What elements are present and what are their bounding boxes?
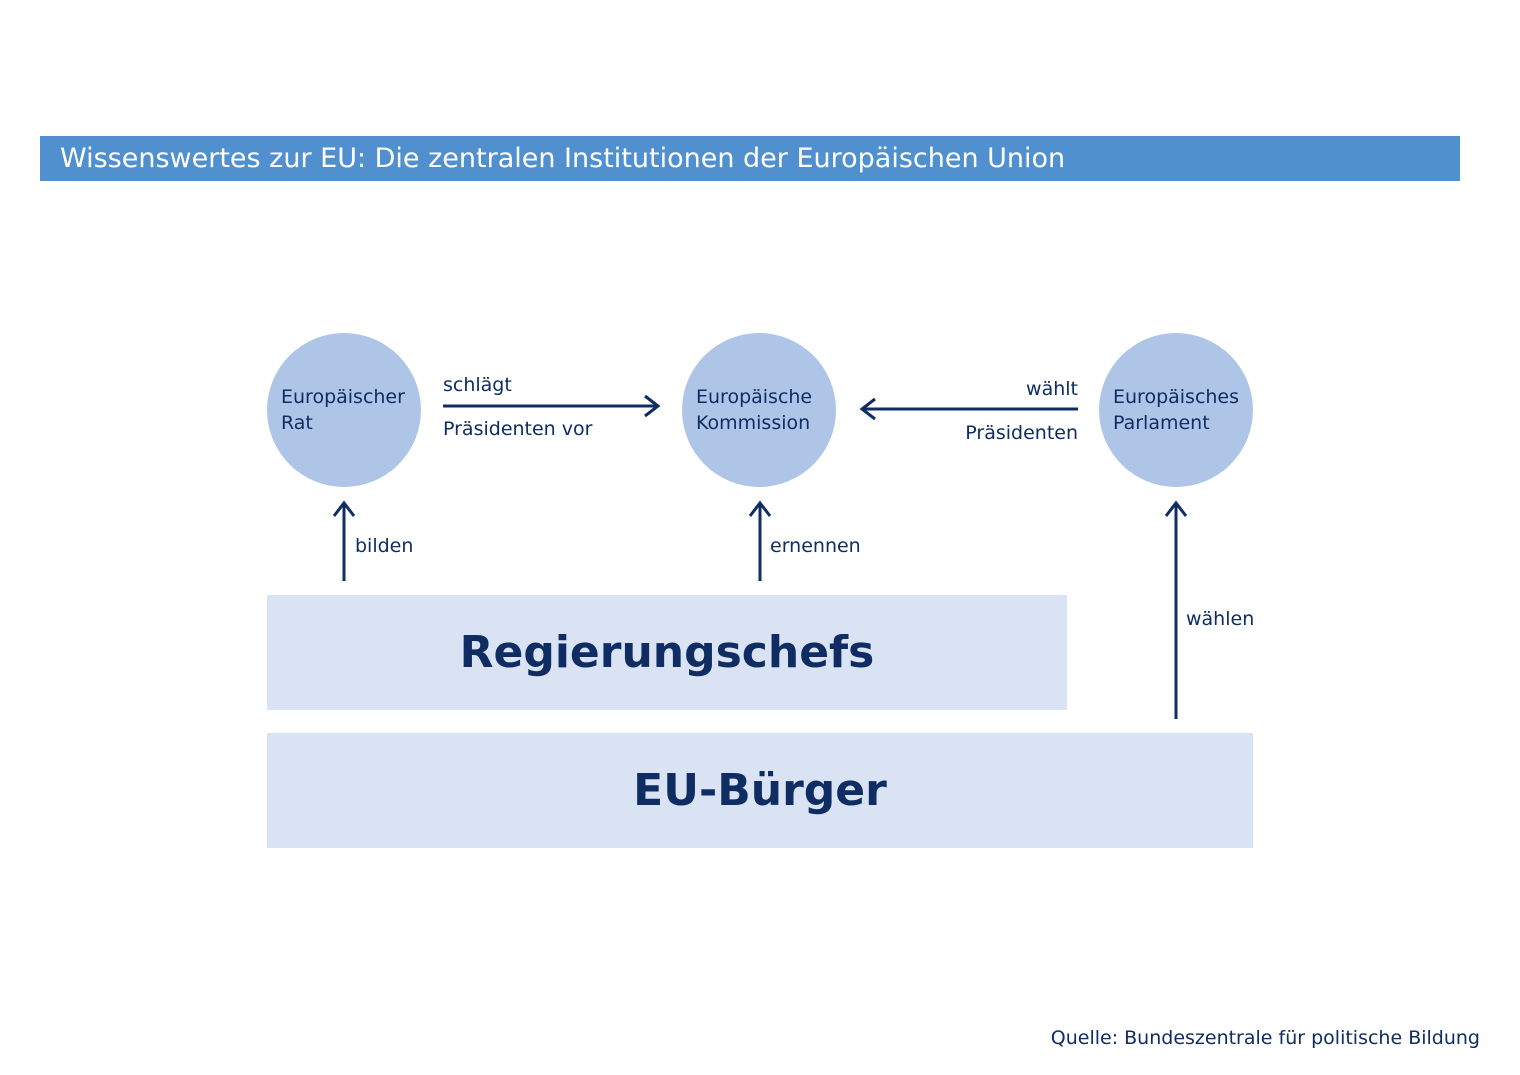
node-europaeischer-rat: Europäischer Rat [267,333,421,487]
arrowhead-up [748,500,772,517]
node-europaeisches-parlament: Europäisches Parlament [1099,333,1253,487]
box-label: EU-Bürger [633,765,887,816]
node-label: Kommission [696,412,811,434]
node-label: Europäischer [281,386,405,408]
label-waehlt: wählt [1026,378,1078,400]
label-schlaegt: schlägt [443,374,512,396]
box-label: Regierungschefs [459,627,875,678]
node-label: Europäische [696,386,813,408]
label-ernennen: ernennen [770,535,861,557]
label-praesidenten: Präsidenten [965,422,1078,444]
title-bar: Wissenswertes zur EU: Die zentralen Inst… [40,136,1460,181]
node-label: Europäisches [1113,386,1240,408]
arrowhead-left [859,397,876,421]
box-eu-buerger: EU-Bürger [267,733,1253,848]
node-label: Rat [281,412,313,434]
box-regierungschefs: Regierungschefs [267,595,1067,710]
label-bilden: bilden [355,535,414,557]
arrowhead-up [1164,500,1188,517]
page-title: Wissenswertes zur EU: Die zentralen Inst… [60,143,1066,174]
source-note: Quelle: Bundeszentrale für politische Bi… [1050,1027,1480,1049]
arrowhead-up [332,500,356,517]
arrowhead-right [644,394,661,418]
node-label: Parlament [1113,412,1210,434]
label-waehlen: wählen [1186,608,1255,630]
node-europaeische-kommission: Europäische Kommission [682,333,836,487]
label-praesidenten-vor: Präsidenten vor [443,418,593,440]
